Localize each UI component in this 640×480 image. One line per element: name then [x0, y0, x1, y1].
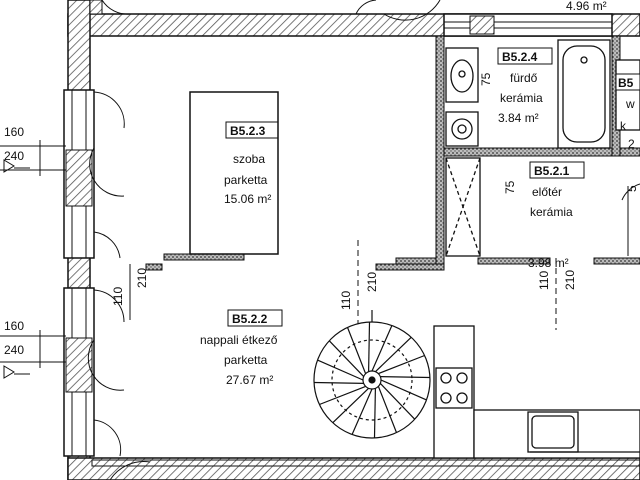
room-code-nappali: B5.2.2	[232, 312, 268, 326]
stair-step	[317, 359, 364, 381]
stair-step	[351, 388, 373, 435]
room-code-cut: B5	[618, 76, 634, 90]
room-area-szoba: 15.06 m²	[224, 192, 271, 206]
stair-step	[379, 382, 416, 420]
label-box-furdo	[497, 47, 553, 65]
stair-walkline	[331, 339, 413, 421]
dim-door-210: 210	[135, 268, 149, 288]
room-area-furdo: 3.84 m²	[498, 111, 539, 125]
room-name-eloter: előtér	[532, 185, 562, 199]
wall-bottom	[67, 457, 640, 480]
kitchen-counter	[433, 325, 475, 459]
room-name-szoba: szoba	[233, 152, 265, 166]
room-cut-k: k	[620, 119, 627, 133]
room-cut-digit5: 5	[625, 185, 639, 192]
room-name-nappali: nappali étkező	[200, 333, 278, 347]
room-floor-furdo: kerámia	[500, 91, 543, 105]
stove	[435, 367, 473, 409]
dimension-lines	[0, 140, 557, 379]
stair-step	[346, 327, 367, 374]
room-code-eloter: B5.2.1	[534, 164, 570, 178]
label-box-szoba	[225, 121, 279, 139]
dim-240-lower: 240	[4, 343, 24, 357]
dim-mid-110: 110	[339, 291, 353, 310]
room-code-szoba: B5.2.3	[230, 124, 266, 138]
label-box-nappali	[227, 309, 283, 327]
toilet	[445, 111, 479, 147]
room-floor-eloter: kerámia	[530, 205, 573, 219]
stair-step	[374, 336, 412, 373]
room-code-furdo: B5.2.4	[502, 50, 538, 64]
stair-step	[314, 381, 364, 384]
door-swing-lower	[93, 289, 125, 323]
room-cut-num: 2	[628, 137, 635, 151]
wall-bath-left	[435, 35, 445, 265]
room-floor-nappali: parketta	[224, 353, 268, 367]
stair-step	[377, 386, 398, 433]
dim-mid-210: 210	[365, 272, 379, 292]
dim-door-110: 110	[111, 287, 125, 306]
stair-step	[373, 388, 376, 438]
wall-szoba-left	[163, 253, 245, 261]
bathtub	[557, 39, 611, 149]
room-area-nappali: 27.67 m²	[226, 373, 273, 387]
stair-step	[368, 322, 371, 372]
dim-furdo-75: 75	[479, 72, 493, 86]
room-area-top: 4.96 m²	[566, 0, 607, 13]
dim-160-upper: 160	[4, 125, 24, 139]
dim-240-upper: 240	[4, 149, 24, 163]
room-cut-w: w	[625, 97, 635, 111]
wardrobe	[189, 91, 279, 255]
stair-step	[380, 376, 430, 379]
stair-step	[380, 379, 427, 401]
stair-step	[319, 385, 366, 406]
windows	[63, 13, 613, 457]
doors	[87, 0, 640, 480]
door-swing-upper	[93, 91, 125, 129]
stair-step	[328, 340, 365, 378]
kitchen	[433, 325, 640, 459]
label-box-eloter	[529, 161, 585, 179]
dim-eloter-75: 75	[503, 180, 517, 194]
stair-step	[378, 354, 425, 375]
room-name-furdo: fürdő	[510, 71, 538, 85]
wall-szoba-right	[375, 263, 445, 271]
spiral-stair	[313, 310, 431, 439]
dim-160-lower: 160	[4, 319, 24, 333]
dim-right-110: 110	[537, 271, 551, 290]
stair-step	[332, 387, 370, 424]
stair-step	[371, 325, 393, 372]
room-area-eloter: 3.98 m²	[528, 256, 569, 270]
room-floor-szoba: parketta	[224, 173, 268, 187]
wall-bath-mid	[443, 147, 613, 157]
fixtures	[445, 39, 640, 257]
dim-right-210: 210	[563, 270, 577, 290]
wall-szoba-center	[145, 263, 163, 271]
